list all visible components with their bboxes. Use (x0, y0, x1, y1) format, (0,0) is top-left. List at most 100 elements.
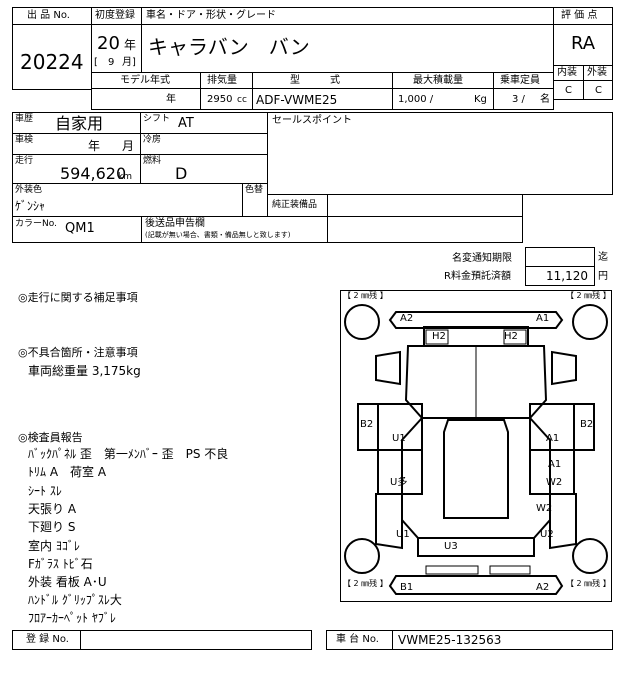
car-diagram (344, 304, 608, 595)
windshield-icon (443, 419, 509, 519)
chassis-no-label: 車 台 No. (336, 634, 379, 645)
inspector-line: ﾌﾛｱｰｶｰﾍﾟｯﾄ ﾔﾌﾞﾚ (28, 611, 116, 625)
capacity-unit: 名 (540, 94, 550, 105)
history-label: 車歴 (15, 114, 34, 124)
name-change-unit: 迄 (598, 252, 608, 263)
defects-title: ◎不具合箇所・注意事項 (18, 346, 138, 359)
displacement-value: 2950 (207, 94, 233, 105)
tire-tag-front-right: 【 2 ㎜残 】 (566, 291, 611, 300)
overall-rating: RA (571, 33, 596, 54)
damage-mark: U多 (390, 477, 408, 488)
inspector-line: Fｶﾞﾗｽ ﾄﾋﾞ石 (28, 557, 93, 571)
damage-mark: H2 (432, 331, 446, 342)
color-change-label: 色替 (245, 185, 264, 195)
left-rear-panel-icon (375, 493, 403, 550)
model-code: ADF-VWME25 (256, 93, 338, 107)
ext-color-box (12, 183, 268, 217)
damage-mark: A1 (548, 459, 562, 470)
model-year-label: モデル年式 (120, 75, 170, 86)
ext-color-value: ｹﾞﾝｼｬ (15, 199, 46, 213)
damage-mark: B1 (400, 582, 414, 593)
model-year-unit: 年 (166, 94, 176, 105)
genuine-equipment-label: 純正装備品 (272, 200, 318, 210)
damage-mark: A2 (400, 313, 414, 324)
shift-label: シフト (143, 114, 171, 124)
tire-front-right-icon (572, 304, 608, 340)
first-registration-year: 20 (97, 33, 120, 54)
exterior-label: 外装 (587, 67, 607, 78)
name-change-box (525, 247, 595, 267)
inspector-line: ｼｰﾄ ｽﾚ (28, 484, 62, 498)
history-value: 自家用 (55, 114, 104, 133)
inspector-line: 下廻り S (28, 520, 76, 534)
model-label: 型 式 (290, 75, 340, 86)
lot-number: 20224 (20, 50, 84, 74)
damage-mark: U2 (540, 529, 554, 540)
inspection-label: 車検 (15, 135, 34, 145)
exterior-grade: C (595, 85, 602, 96)
tire-rear-left-icon (344, 538, 380, 574)
max-load-label: 最大積載量 (413, 75, 463, 86)
fuel-label: 燃料 (143, 156, 162, 166)
damage-mark: H2 (504, 331, 518, 342)
chassis-no-box (326, 630, 613, 650)
damage-mark: B2 (360, 419, 374, 430)
damage-mark: W2 (546, 477, 563, 488)
defects-line: 車両総重量 3,175kg (28, 364, 141, 378)
documents-note: (記載が無い場合、書類・備品無しと致します) (145, 231, 291, 239)
ext-color-label: 外装色 (15, 185, 43, 195)
recycle-value: 11,120 (546, 269, 588, 283)
damage-mark: W2 (536, 503, 553, 514)
car-name-label: 車名・ドア・形状・グレード (146, 10, 276, 21)
inspector-line: 外装 看板 A･U (28, 575, 107, 589)
tire-tag-rear-right: 【 2 ㎜残 】 (566, 579, 611, 588)
documents-label: 後送品申告欄 (145, 218, 205, 229)
month-unit: 月] (122, 57, 136, 68)
inspection-month: 月 (122, 139, 135, 153)
color-no-value: QM1 (65, 221, 95, 236)
first-registration-month: 9 (108, 57, 115, 68)
right-mirror-icon (551, 350, 577, 386)
color-no-label: カラーNo. (15, 219, 57, 229)
rear-bumper-icon (388, 575, 564, 595)
damage-mark: U3 (444, 541, 458, 552)
lot-number-label: 出 品 No. (27, 10, 70, 21)
inspector-report-title: ◎検査員報告 (18, 431, 83, 444)
inspector-line: ﾄﾘﾑ A 荷室 A (28, 465, 107, 479)
fuel-value: D (175, 164, 188, 183)
damage-diagram-frame (340, 290, 612, 602)
interior-grade: C (565, 85, 572, 96)
documents-content-box (327, 216, 523, 243)
recycle-label: R料金預託済額 (444, 271, 511, 282)
sales-points-label: セールスポイント (272, 115, 352, 126)
tire-tag-rear-left: 【 2 ㎜残 】 (343, 579, 388, 588)
damage-mark: A1 (546, 433, 560, 444)
first-registration-label: 初度登録 (95, 10, 135, 21)
registration-no-box (12, 630, 312, 650)
damage-mark: A2 (536, 582, 550, 593)
inspector-line: 天張り A (28, 502, 77, 516)
displacement-label: 排気量 (207, 75, 237, 86)
inspector-line: 室内 ﾖｺﾞﾚ (28, 539, 80, 553)
max-load-value: 1,000 / (398, 94, 434, 105)
capacity-value: 3 / (512, 94, 525, 105)
tire-tag-front-left: 【 2 ㎜残 】 (343, 291, 388, 300)
chassis-no-value: VWME25-132563 (398, 633, 502, 647)
registration-no-label: 登 録 No. (26, 634, 69, 645)
tire-rear-right-icon (572, 538, 608, 574)
recycle-box (525, 266, 595, 286)
mileage-label: 走行 (15, 156, 34, 166)
damage-mark: U1 (396, 529, 410, 540)
inspection-year: 年 (88, 139, 101, 153)
max-load-unit: Kg (474, 94, 487, 105)
month-bracket: [ (94, 57, 98, 68)
name-change-label: 名変通知期限 (452, 253, 512, 264)
damage-mark: U1 (392, 433, 406, 444)
interior-label: 内装 (557, 67, 577, 78)
displacement-unit: cc (237, 95, 247, 105)
car-name: キャラバン バン (148, 35, 310, 59)
rating-label: 評 価 点 (561, 10, 598, 21)
spec-table (91, 72, 554, 110)
driving-remarks-title: ◎走行に関する補足事項 (18, 291, 138, 304)
inspector-line: ﾊﾞｯｸﾊﾟﾈﾙ 歪 第一ﾒﾝﾊﾞｰ 歪 PS 不良 (28, 447, 229, 461)
